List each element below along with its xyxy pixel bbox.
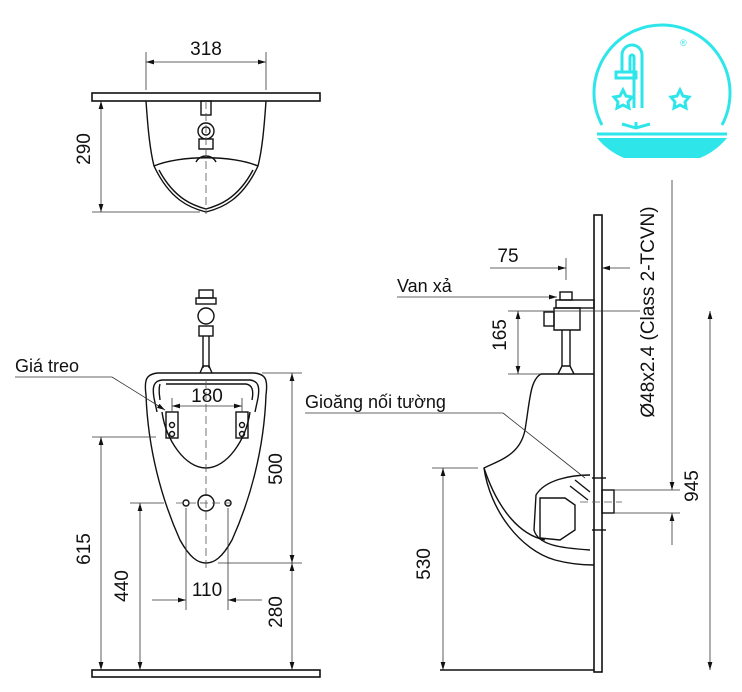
side-view: 75 Van xả 165 Gioăng nối tường 530 Ø48x2… [305, 180, 713, 673]
bracket-right [235, 411, 249, 439]
body-height-dim-label: 500 [266, 453, 287, 485]
valve-height-dim-label: 165 [490, 319, 511, 351]
outlet-height-dim-label: 440 [112, 570, 133, 602]
bracket-label: Giá treo [15, 356, 79, 376]
wall-plate [91, 92, 321, 102]
floor [91, 669, 321, 678]
rim-height-dim-label: 530 [414, 548, 435, 580]
registered-mark: ® [680, 38, 687, 48]
bracket-spacing-dim-label: 180 [191, 386, 223, 407]
width-dim-label: 318 [190, 39, 222, 60]
bottom-height-dim-label: 280 [266, 596, 287, 628]
pipe-spec-label: Ø48x2.4 (Class 2-TCVN) [638, 206, 659, 417]
supply-height-dim-label: 945 [682, 470, 703, 502]
bracket-height-dim-label: 615 [74, 533, 95, 565]
wall-pipe [580, 477, 680, 531]
top-view: 318 290 [74, 39, 321, 214]
trap-section [533, 474, 591, 551]
urinal-body-side [483, 373, 595, 566]
gasket-label: Gioăng nối tường [305, 392, 446, 412]
outlet-holes-dim-label: 110 [192, 580, 222, 601]
wall [593, 214, 603, 673]
brand-logo: ® [592, 23, 732, 158]
front-view: Giá treo 180 615 440 110 500 280 [15, 289, 321, 678]
valve-label: Van xả [397, 276, 453, 296]
depth-dim-label: 290 [74, 133, 95, 165]
valve-offset-dim-label: 75 [497, 246, 518, 267]
flush-valve-front [195, 289, 217, 374]
flush-valve-side [543, 291, 595, 375]
